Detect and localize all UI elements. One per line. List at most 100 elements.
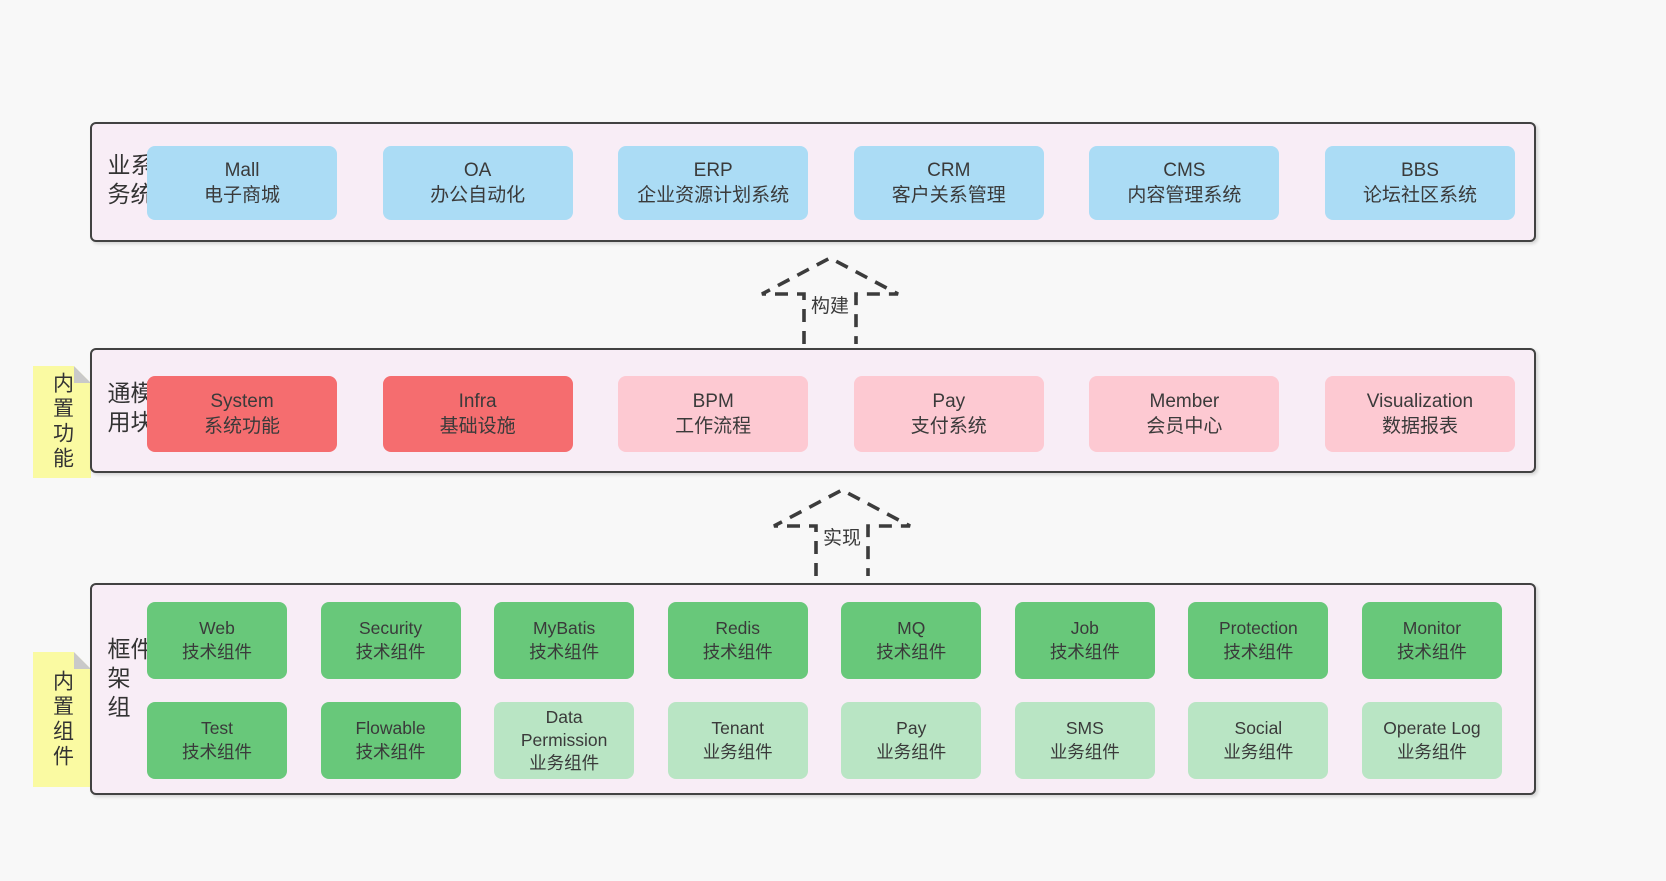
- node-pay-biz-desc: 业务组件: [876, 741, 947, 762]
- node-system: System 系统功能: [147, 376, 337, 452]
- node-social: Social 业务组件: [1188, 702, 1329, 779]
- node-flowable-desc: 技术组件: [355, 741, 426, 762]
- common-modules-row: System 系统功能 Infra 基础设施 BPM 工作流程 Pay 支付系统…: [147, 376, 1515, 452]
- node-infra-name: Infra: [458, 390, 497, 412]
- builtin-features-sticky-note: 内置功能: [33, 366, 91, 478]
- node-mq: MQ 技术组件: [841, 602, 982, 679]
- layer-framework-components-label: 框架组件: [104, 637, 153, 724]
- node-pay-name: Pay: [932, 390, 966, 412]
- node-pay-biz-name: Pay: [896, 718, 927, 739]
- layer-business-systems: 业务系统 Mall 电子商城 OA 办公自动化 ERP 企业资源计划系统 CRM…: [90, 122, 1536, 242]
- node-monitor-name: Monitor: [1402, 618, 1462, 639]
- implement-arrow: 实现: [772, 488, 912, 576]
- node-sms: SMS 业务组件: [1014, 702, 1155, 779]
- node-security-desc: 技术组件: [355, 641, 426, 662]
- framework-components-row-1: Web 技术组件 Security 技术组件 MyBatis 技术组件 Redi…: [147, 602, 1502, 679]
- node-mall-desc: 电子商城: [203, 185, 280, 206]
- node-job-name: Job: [1070, 618, 1099, 639]
- node-visualization-name: Visualization: [1366, 390, 1474, 412]
- node-data-permission: Data Permission 业务组件: [494, 702, 635, 779]
- node-redis-name: Redis: [715, 618, 761, 639]
- node-protection-desc: 技术组件: [1223, 641, 1294, 662]
- node-cms-name: CMS: [1163, 159, 1206, 181]
- business-systems-row: Mall 电子商城 OA 办公自动化 ERP 企业资源计划系统 CRM 客户关系…: [147, 146, 1515, 220]
- node-test: Test 技术组件: [147, 702, 287, 779]
- node-monitor: Monitor 技术组件: [1361, 602, 1502, 679]
- node-crm-desc: 客户关系管理: [891, 185, 1006, 206]
- node-mybatis: MyBatis 技术组件: [494, 602, 635, 679]
- layer-common-modules: 通用模块 System 系统功能 Infra 基础设施 BPM 工作流程 Pay…: [90, 348, 1536, 473]
- node-erp-name: ERP: [693, 159, 733, 181]
- node-security: Security 技术组件: [320, 602, 461, 679]
- node-member-desc: 会员中心: [1146, 416, 1223, 437]
- sticky-fold-corner: [74, 652, 91, 669]
- node-flowable: Flowable 技术组件: [320, 702, 461, 779]
- node-system-desc: 系统功能: [203, 416, 280, 437]
- build-arrow: 构建: [760, 256, 900, 344]
- build-arrow-label: 构建: [805, 290, 855, 319]
- node-redis: Redis 技术组件: [667, 602, 808, 679]
- node-pay-biz: Pay 业务组件: [841, 702, 982, 779]
- node-tenant-desc: 业务组件: [702, 741, 773, 762]
- node-mq-name: MQ: [897, 618, 926, 639]
- node-oa-desc: 办公自动化: [430, 185, 526, 206]
- node-protection: Protection 技术组件: [1188, 602, 1329, 679]
- node-tenant-name: Tenant: [711, 718, 764, 739]
- node-mall: Mall 电子商城: [147, 146, 337, 220]
- node-mybatis-desc: 技术组件: [529, 641, 600, 662]
- node-sms-desc: 业务组件: [1049, 741, 1120, 762]
- builtin-features-sticky-label: 内置功能: [50, 372, 74, 472]
- node-redis-desc: 技术组件: [702, 641, 773, 662]
- node-bbs-name: BBS: [1400, 159, 1439, 181]
- layer-common-modules-label: 通用模块: [104, 380, 153, 439]
- node-visualization: Visualization 数据报表: [1324, 376, 1515, 452]
- node-test-desc: 技术组件: [182, 741, 252, 762]
- node-mybatis-name: MyBatis: [533, 618, 596, 639]
- node-erp: ERP 企业资源计划系统: [618, 146, 809, 220]
- node-infra-desc: 基础设施: [439, 416, 516, 437]
- node-system-name: System: [210, 390, 274, 412]
- node-pay-desc: 支付系统: [910, 416, 987, 437]
- builtin-components-sticky-note: 内置组件: [33, 652, 91, 787]
- node-sms-name: SMS: [1065, 718, 1104, 739]
- implement-arrow-shape: [773, 488, 911, 576]
- node-operate-log-desc: 业务组件: [1396, 741, 1467, 762]
- layer-business-systems-label: 业务系统: [104, 153, 153, 211]
- node-erp-desc: 企业资源计划系统: [637, 185, 790, 206]
- node-infra: Infra 基础设施: [382, 376, 573, 452]
- node-data-permission-desc: 业务组件: [529, 753, 600, 774]
- builtin-components-sticky-label: 内置组件: [50, 669, 74, 770]
- node-bpm-desc: 工作流程: [675, 416, 752, 437]
- node-monitor-desc: 技术组件: [1396, 641, 1467, 662]
- node-bpm-name: BPM: [692, 390, 734, 412]
- node-member-name: Member: [1149, 390, 1220, 412]
- node-oa-name: OA: [463, 159, 492, 181]
- node-mq-desc: 技术组件: [876, 641, 947, 662]
- node-web-name: Web: [199, 618, 235, 639]
- node-data-permission-name: Data Permission: [520, 706, 608, 750]
- layer-framework-components: 框架组件 Web 技术组件 Security 技术组件 MyBatis 技术组件…: [90, 583, 1536, 795]
- node-operate-log: Operate Log 业务组件: [1361, 702, 1502, 779]
- node-job-desc: 技术组件: [1049, 641, 1120, 662]
- framework-components-row-2: Test 技术组件 Flowable 技术组件 Data Permission …: [147, 702, 1502, 779]
- node-web-desc: 技术组件: [182, 641, 252, 662]
- node-bpm: BPM 工作流程: [618, 376, 809, 452]
- node-cms: CMS 内容管理系统: [1089, 146, 1280, 220]
- node-job: Job 技术组件: [1014, 602, 1155, 679]
- node-protection-name: Protection: [1218, 618, 1298, 639]
- node-cms-desc: 内容管理系统: [1127, 185, 1242, 206]
- node-crm-name: CRM: [927, 159, 971, 181]
- node-security-name: Security: [358, 618, 423, 639]
- node-flowable-name: Flowable: [355, 718, 426, 739]
- node-bbs: BBS 论坛社区系统: [1324, 146, 1515, 220]
- node-test-name: Test: [200, 718, 234, 739]
- node-social-desc: 业务组件: [1223, 741, 1294, 762]
- node-pay: Pay 支付系统: [853, 376, 1044, 452]
- implement-arrow-label: 实现: [817, 522, 867, 551]
- node-operate-log-name: Operate Log: [1383, 718, 1481, 739]
- node-member: Member 会员中心: [1089, 376, 1280, 452]
- node-tenant: Tenant 业务组件: [667, 702, 808, 779]
- node-crm: CRM 客户关系管理: [853, 146, 1044, 220]
- node-oa: OA 办公自动化: [382, 146, 573, 220]
